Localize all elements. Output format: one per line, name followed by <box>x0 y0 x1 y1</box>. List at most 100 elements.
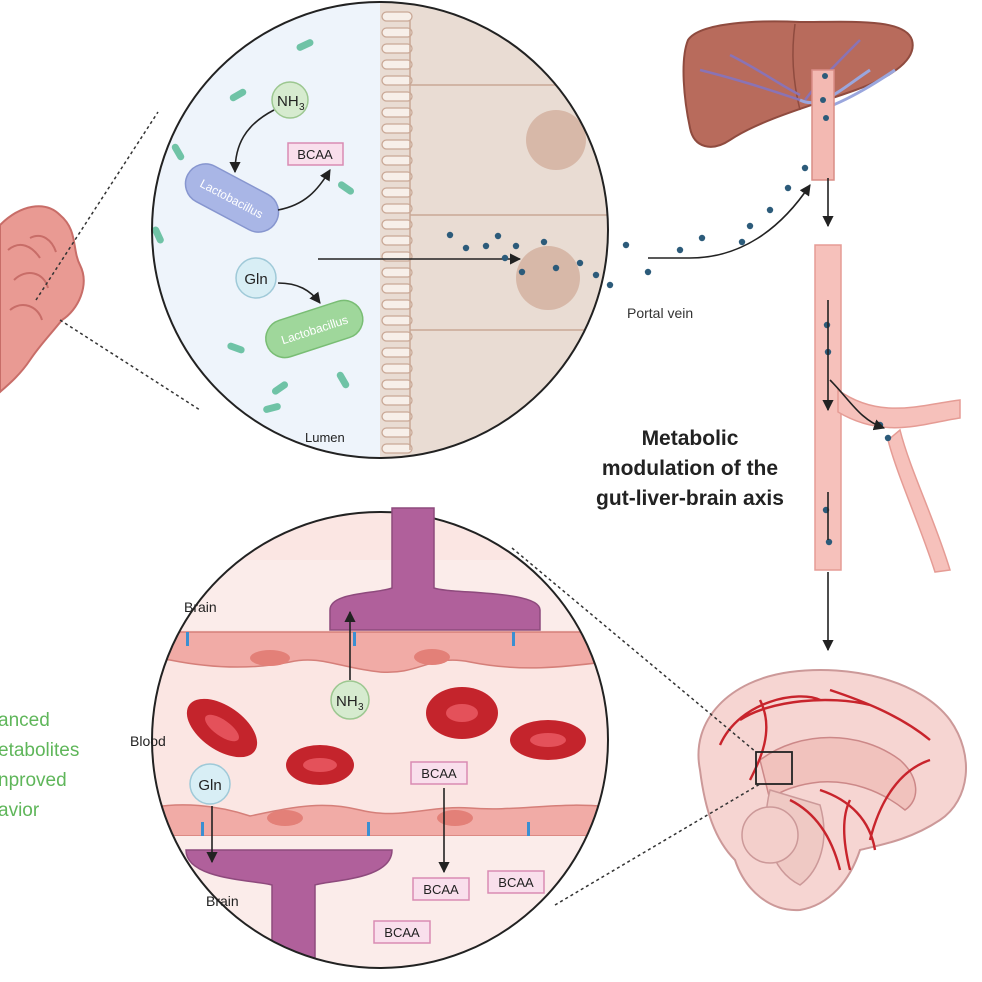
metabolite-particle <box>540 238 548 246</box>
brain-label-bottom: Brain <box>206 893 239 909</box>
red-blood-cells <box>186 687 586 785</box>
portal-vein-arrow <box>689 184 811 259</box>
microvillus <box>381 363 413 374</box>
title-line-3: gut-liver-brain axis <box>596 487 784 510</box>
microvillus <box>381 411 413 422</box>
arrow-bacteria-to-bcaa <box>277 169 331 211</box>
ammonia-label-blood: NH <box>336 693 358 710</box>
metabolite-particle <box>766 206 774 214</box>
arrow-ammonia-to-bacteria <box>229 109 275 174</box>
bcaa-box-brain-3 <box>373 920 431 944</box>
bcaa-label-brain-2: BCAA <box>498 875 534 890</box>
ammonia-molecule-icon <box>271 81 309 119</box>
metabolite-particles <box>446 164 809 289</box>
metabolite-particle <box>512 242 520 250</box>
microvillus <box>381 219 413 230</box>
ammonia-subscript: 3 <box>299 102 305 113</box>
arrow-branch <box>829 379 886 431</box>
outcome-text: anced etabolites nproved avior <box>0 710 79 821</box>
metabolite-particle <box>644 268 652 276</box>
neuron-top <box>329 507 541 631</box>
glutamine-molecule-icon-blood <box>189 763 231 805</box>
metabolite-particle <box>746 222 754 230</box>
metabolite-particle <box>518 268 526 276</box>
microvilli <box>381 11 413 454</box>
microvillus <box>381 331 413 342</box>
microvillus <box>381 171 413 182</box>
endothelium-top <box>152 631 608 674</box>
metabolite-particle <box>698 234 706 242</box>
metabolite-particle <box>676 246 684 254</box>
microvillus <box>381 267 413 278</box>
microvillus <box>381 75 413 86</box>
neuron-bottom <box>185 849 393 968</box>
bacterium-icon <box>336 371 350 389</box>
cell-nucleus <box>526 110 586 170</box>
ammonia-subscript-blood: 3 <box>358 702 364 713</box>
microvillus <box>381 187 413 198</box>
microvillus <box>381 59 413 70</box>
microvillus <box>381 443 413 454</box>
zoom-box-brain <box>755 751 793 785</box>
microvillus <box>381 283 413 294</box>
glutamine-label-blood: Gln <box>198 777 221 794</box>
microvillus <box>381 235 413 246</box>
bacterium-icon <box>229 88 247 102</box>
outcome-line-3: nproved <box>0 770 67 791</box>
glutamine-label-gut: Gln <box>244 271 267 288</box>
metabolite-particle <box>576 259 584 267</box>
microvillus <box>381 347 413 358</box>
cell-nucleus <box>516 246 580 310</box>
metabolite-particle <box>494 232 502 240</box>
outcome-line-1: anced <box>0 710 50 731</box>
metabolite-particle <box>738 238 746 246</box>
metabolite-particle <box>622 241 630 249</box>
bacterium-icon <box>263 403 281 413</box>
zoom-line-gut-bottom <box>59 319 201 411</box>
bacterium-icon <box>337 181 355 195</box>
microvillus <box>381 139 413 150</box>
diagram-title: Metabolic modulation of the gut-liver-br… <box>596 427 784 510</box>
metabolite-particle <box>446 231 454 239</box>
arrow-glutamine-to-bacteria <box>277 282 321 304</box>
bacteria-group <box>152 39 355 413</box>
outcome-line-2: etabolites <box>0 740 79 761</box>
microvillus <box>381 91 413 102</box>
zoom-line-brain-top <box>511 547 757 753</box>
ammonia-label: NH <box>277 93 299 110</box>
intestine-icon <box>0 205 85 394</box>
microvillus <box>381 427 413 438</box>
metabolite-particle <box>606 281 614 289</box>
microvillus <box>381 203 413 214</box>
bcaa-box-blood <box>410 761 468 785</box>
title-line-1: Metabolic <box>642 427 739 450</box>
bcaa-label-brain-3: BCAA <box>384 925 420 940</box>
microvillus <box>381 395 413 406</box>
outcome-line-4: avior <box>0 800 40 821</box>
lumen-label: Lumen <box>305 430 345 445</box>
zoom-line-brain-bottom <box>554 783 761 906</box>
metabolite-particle <box>592 271 600 279</box>
ammonia-molecule-icon-blood <box>330 680 370 720</box>
microvillus <box>381 107 413 118</box>
microvillus <box>381 379 413 390</box>
gut-panel: NH 3 Lactobacillus BCAA Gln Lactobacillu… <box>151 1 609 459</box>
bacterium-icon <box>296 39 314 51</box>
bacterium-icon <box>227 342 245 354</box>
microvillus <box>381 123 413 134</box>
bacterium-icon <box>271 381 289 395</box>
blood-vessel-icon <box>814 244 961 573</box>
bacterium-icon <box>171 143 185 161</box>
portal-vein-label: Portal vein <box>627 305 693 321</box>
microvillus <box>381 155 413 166</box>
title-line-2: modulation of the <box>602 457 778 480</box>
microvillus <box>381 43 413 54</box>
zoom-line-gut-top <box>35 111 159 301</box>
microvillus <box>381 27 413 38</box>
liver-icon <box>682 20 914 181</box>
glutamine-molecule-icon <box>235 257 277 299</box>
metabolite-particle <box>501 254 509 262</box>
microvillus <box>381 11 413 22</box>
